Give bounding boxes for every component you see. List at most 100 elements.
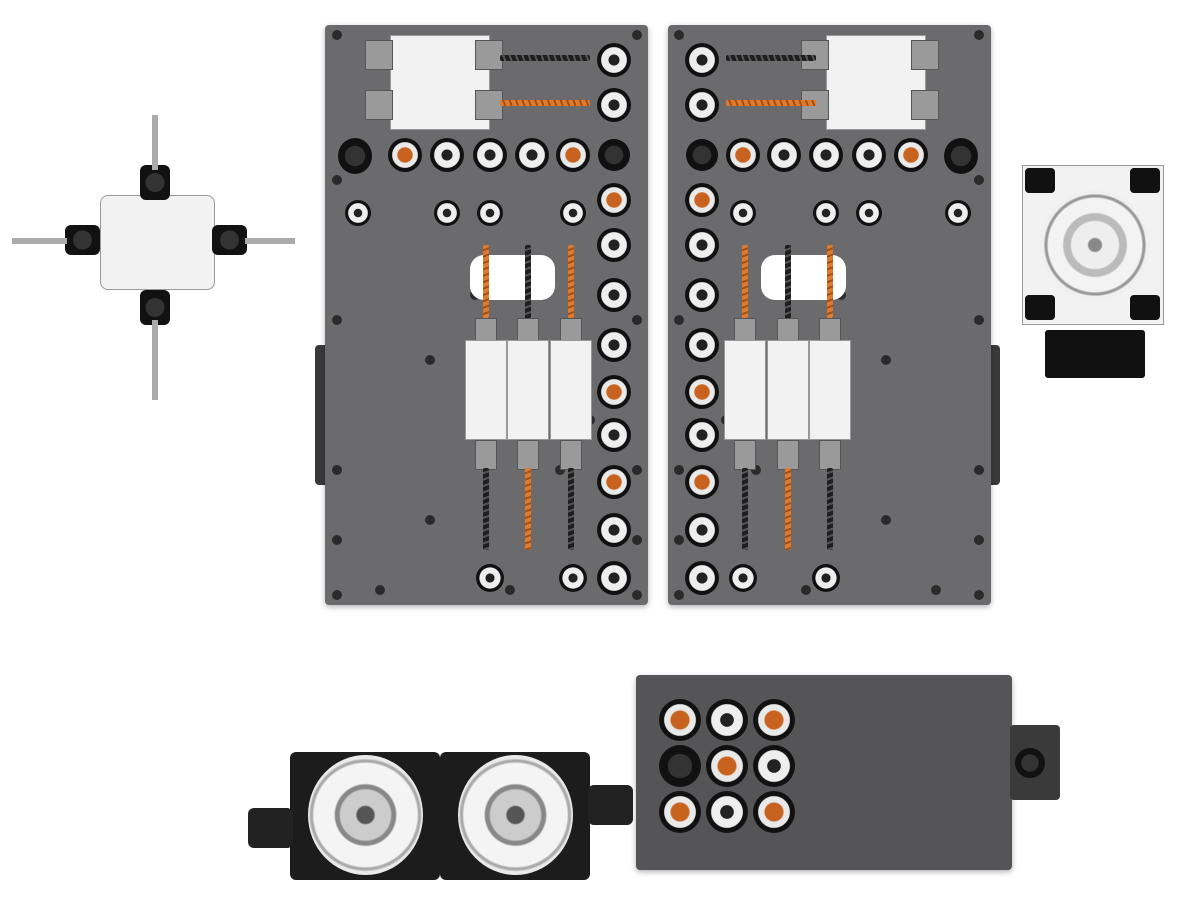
tool-shank (152, 115, 158, 170)
screw-hole (632, 465, 642, 475)
drill-bit (568, 468, 574, 550)
spindle-head-face (308, 755, 423, 875)
drill-bit (785, 245, 791, 320)
screw-hole (555, 465, 565, 475)
screw-hole (674, 465, 684, 475)
drill-bit (525, 468, 531, 550)
bushing (685, 43, 719, 77)
screw-hole (505, 585, 515, 595)
screw-hole (332, 590, 342, 600)
gearbox-port (1015, 748, 1045, 778)
drill-bit (500, 100, 590, 106)
bushing (685, 328, 719, 362)
bushing (852, 138, 886, 172)
bushing (559, 564, 587, 592)
bushing (597, 43, 631, 77)
screw-hole (332, 535, 342, 545)
screw-hole (974, 315, 984, 325)
bushing (685, 561, 719, 595)
screw-hole (974, 30, 984, 40)
bushing (659, 699, 701, 741)
bushing (597, 375, 631, 409)
collet-nut (65, 225, 100, 255)
drill-bit (483, 468, 489, 550)
bracket (475, 40, 503, 70)
collet-nut (140, 290, 170, 325)
spindle-block (767, 340, 809, 440)
bushing (597, 228, 631, 262)
mount-pad (1130, 295, 1160, 320)
drill-bit (827, 245, 833, 320)
drill-bit (726, 100, 816, 106)
bushing (598, 139, 630, 171)
drill-bit (827, 468, 833, 550)
bushing (706, 791, 748, 833)
bushing (813, 200, 839, 226)
drill-bit (568, 245, 574, 320)
bushing (812, 564, 840, 592)
screw-hole (974, 465, 984, 475)
bushing (706, 745, 748, 787)
knob (338, 138, 372, 174)
screw-hole (881, 355, 891, 365)
bushing (685, 183, 719, 217)
screw-hole (632, 30, 642, 40)
screw-hole (332, 315, 342, 325)
drill-bit (525, 245, 531, 320)
bushing (597, 418, 631, 452)
bushing (685, 465, 719, 499)
cable-gland (588, 785, 633, 825)
bushing (597, 183, 631, 217)
bushing (560, 200, 586, 226)
mount-pad (1130, 168, 1160, 193)
screw-hole (674, 535, 684, 545)
knob (944, 138, 978, 174)
bushing (388, 138, 422, 172)
bushing (473, 138, 507, 172)
screw-hole (751, 465, 761, 475)
bushing (945, 200, 971, 226)
bushing (685, 375, 719, 409)
bushing (729, 564, 757, 592)
bracket (365, 40, 393, 70)
drill-bit (726, 55, 816, 61)
screw-hole (632, 590, 642, 600)
screw-hole (801, 585, 811, 595)
bushing (597, 278, 631, 312)
screw-hole (632, 315, 642, 325)
screw-hole (425, 355, 435, 365)
screw-hole (674, 30, 684, 40)
screw-hole (332, 175, 342, 185)
cable-gland (248, 808, 293, 848)
bushing (434, 200, 460, 226)
bushing (685, 228, 719, 262)
bracket (911, 90, 939, 120)
mount-pad (1025, 295, 1055, 320)
screw-hole (674, 315, 684, 325)
bushing (477, 200, 503, 226)
bushing (597, 328, 631, 362)
collet (475, 440, 497, 470)
bushing (730, 200, 756, 226)
bushing (515, 138, 549, 172)
drill-bit (483, 245, 489, 320)
bushing (597, 513, 631, 547)
collet-nut (212, 225, 247, 255)
bushing (476, 564, 504, 592)
bushing (753, 699, 795, 741)
screw-hole (632, 535, 642, 545)
screw-hole (332, 30, 342, 40)
spindle-block (550, 340, 592, 440)
bushing (685, 278, 719, 312)
drill-bit (742, 245, 748, 320)
screw-hole (881, 515, 891, 525)
bushing (430, 138, 464, 172)
spindle-block (507, 340, 549, 440)
screw-hole (674, 590, 684, 600)
bushing (556, 138, 590, 172)
screw-hole (974, 535, 984, 545)
bushing (706, 699, 748, 741)
tool-holder-block (390, 35, 490, 130)
bracket (475, 90, 503, 120)
collet (777, 440, 799, 470)
